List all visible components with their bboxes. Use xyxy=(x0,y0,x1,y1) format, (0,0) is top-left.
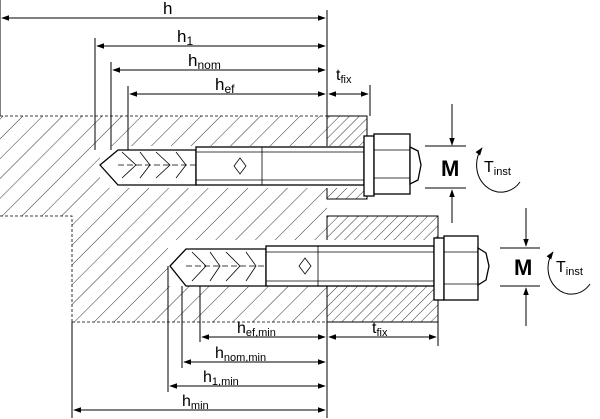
torque-indicator-top xyxy=(425,104,521,223)
torque-indicator-bottom xyxy=(500,208,591,326)
label-hnom: hnom xyxy=(188,51,221,72)
label-tfix-top: tfix xyxy=(336,67,352,86)
label-moment-bottom: M xyxy=(514,255,532,280)
label-h1-min: h1,min xyxy=(203,369,239,388)
label-hnom-min: hnom,min xyxy=(215,345,266,364)
label-hmin: hmin xyxy=(182,393,209,412)
label-h: h xyxy=(163,0,172,18)
label-moment-top: M xyxy=(441,156,459,181)
label-hef: hef xyxy=(215,75,235,96)
label-tfix-bottom: tfix xyxy=(372,320,388,339)
label-tinst-bottom: Tinst xyxy=(556,259,583,278)
label-h1: h1 xyxy=(177,27,193,48)
dimension-lines-bottom xyxy=(71,266,439,418)
label-hef-min: hef,min xyxy=(237,320,276,339)
anchor-top xyxy=(99,133,422,197)
dimension-lines-top xyxy=(0,0,371,150)
anchor-bottom xyxy=(169,235,490,301)
label-tinst-top: Tinst xyxy=(484,159,511,178)
